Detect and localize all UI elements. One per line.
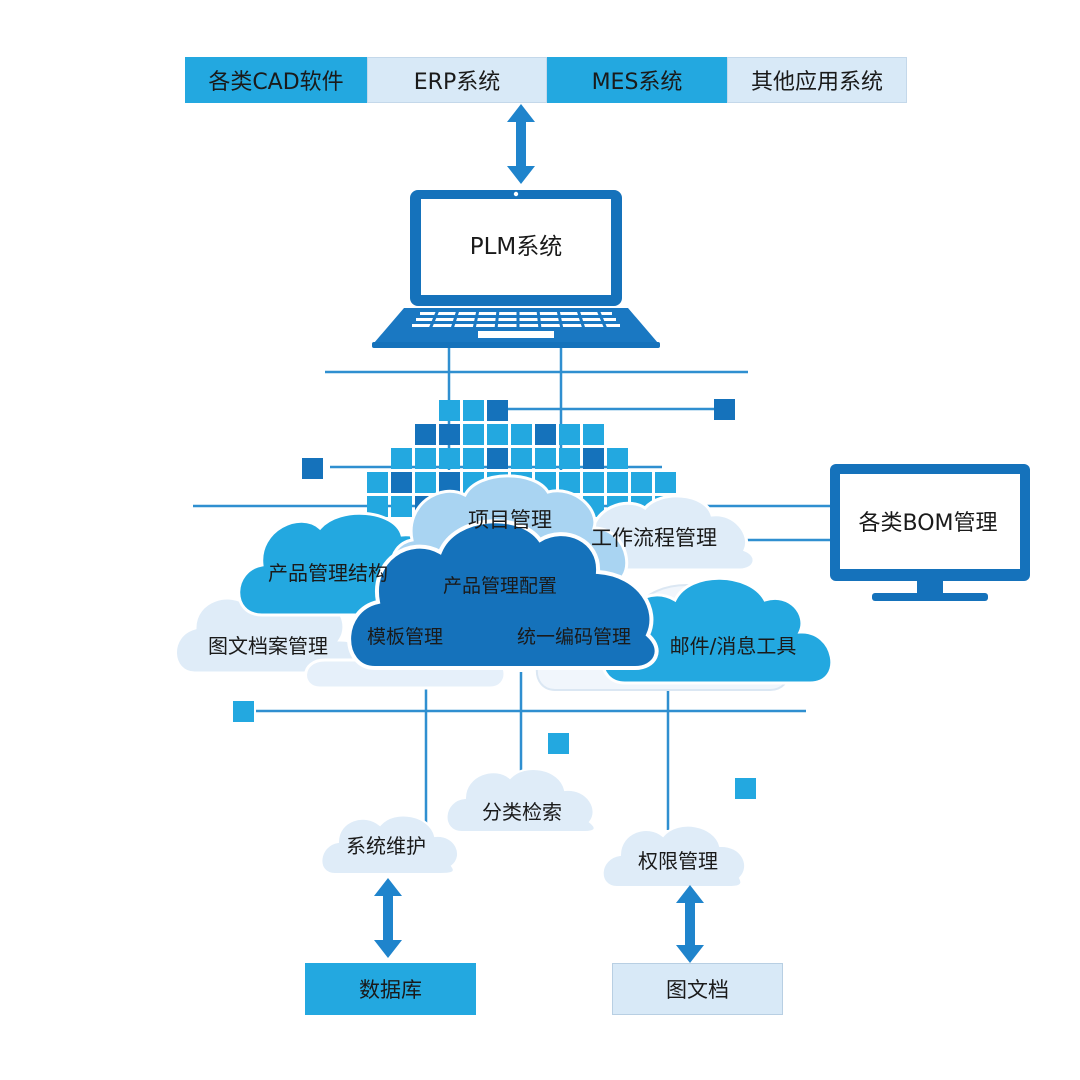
mosaic-cell [535,424,556,445]
system-erp-label: ERP系统 [413,70,501,95]
mosaic-cell [391,448,412,469]
cloud-label-unified-code: 统一编码管理 [517,626,631,648]
cloud-system-maintenance[interactable] [320,814,459,875]
mosaic-cell [583,448,604,469]
mosaic-cell [415,424,436,445]
mosaic-cell [559,448,580,469]
mosaic-cell [583,472,604,493]
mosaic-cell [631,472,652,493]
store-database-label: 数据库 [359,978,422,1002]
cloud-label-product-config: 产品管理配置 [443,575,557,597]
mosaic-cell [439,448,460,469]
cloud-product-config[interactable] [347,519,659,670]
mosaic-cell [439,424,460,445]
mosaic-cell [415,472,436,493]
mosaic-cell [535,448,556,469]
mosaic-cell [559,424,580,445]
mosaic-cell [391,472,412,493]
cloud-label-workflow: 工作流程管理 [591,526,717,550]
monitor-icon [830,464,1030,601]
mosaic-cell [511,448,532,469]
system-other-label: 其他应用系统 [750,70,883,95]
mosaic-cell [487,424,508,445]
mosaic-cell [463,448,484,469]
mosaic-cell [511,424,532,445]
double-arrow-database [374,878,402,958]
store-documents-label: 图文档 [666,978,729,1002]
plm-label: PLM系统 [470,234,563,260]
system-cad-label: 各类CAD软件 [208,70,344,95]
mosaic-cell [367,472,388,493]
mosaic-cell [607,472,628,493]
mosaic-cell [439,400,460,421]
mosaic-cell [655,472,676,493]
bom-label: 各类BOM管理 [858,511,997,536]
cloud-label-classify-search: 分类检索 [482,800,562,824]
mosaic-cell [487,400,508,421]
mosaic-cell [391,496,412,517]
mosaic-cell [439,472,460,493]
cloud-label-template: 模板管理 [367,626,443,648]
cloud-label-project: 项目管理 [468,508,552,532]
laptop-icon [372,190,660,348]
mosaic-cell [487,448,508,469]
system-other[interactable]: 其他应用系统 [727,57,907,103]
double-arrow-documents [676,885,704,963]
cloud-label-permission: 权限管理 [638,849,718,873]
mosaic-cell [367,496,388,517]
cloud-permission[interactable] [601,824,747,888]
store-database[interactable]: 数据库 [305,963,476,1015]
double-arrow-top [507,104,535,184]
floating-squares [233,399,756,799]
mosaic-cell [607,448,628,469]
system-mes-label: MES系统 [591,70,683,95]
mosaic-cell [463,424,484,445]
system-mes[interactable]: MES系统 [547,57,727,103]
system-erp[interactable]: ERP系统 [367,57,547,103]
mosaic-cell [583,424,604,445]
mosaic-cell [463,400,484,421]
store-documents[interactable]: 图文档 [612,963,783,1015]
cloud-label-drawing-archive: 图文档案管理 [208,634,328,658]
mosaic-cell [559,472,580,493]
cloud-label-mail: 邮件/消息工具 [670,634,797,658]
cloud-label-product-structure: 产品管理结构 [268,561,388,585]
cloud-classify-search[interactable] [445,768,596,833]
system-cad[interactable]: 各类CAD软件 [185,57,367,103]
cloud-label-system-maintenance: 系统维护 [346,834,426,858]
mosaic-cell [415,448,436,469]
